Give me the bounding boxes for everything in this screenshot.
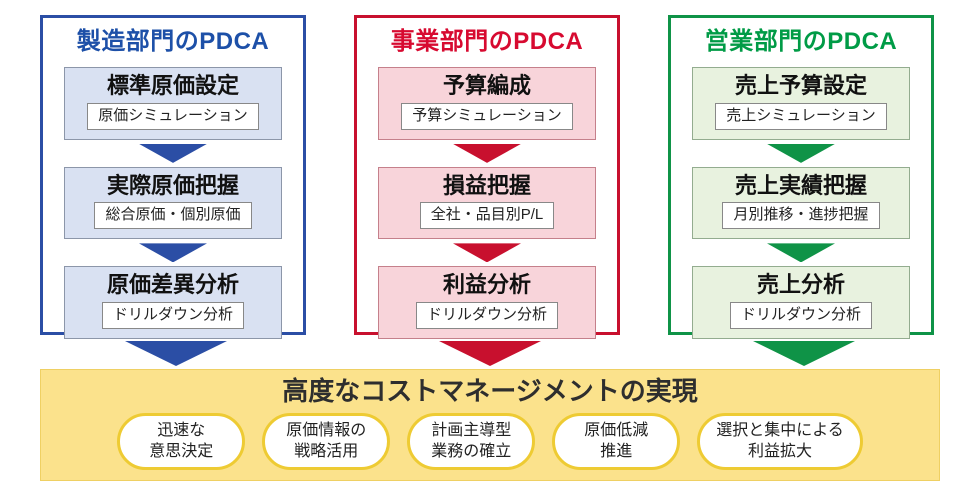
step-title: 売上予算設定	[734, 73, 867, 99]
pill-line: 迅速な	[157, 421, 206, 439]
goal-banner: 高度なコストマネージメントの実現 迅速な 意思決定 原価情報の 戦略活用 計画主…	[40, 369, 940, 481]
step-title: 売上実績把握	[734, 172, 867, 198]
column-manufacturing-pdca: 製造部門のPDCA 標準原価設定 原価シミュレーション 実際原価把握 総合原価・…	[40, 15, 306, 339]
step-detail: 予算シミュレーション	[401, 102, 573, 130]
column-title-business: 事業部門のPDCA	[390, 28, 584, 55]
down-arrow-icon	[125, 341, 227, 366]
down-arrow-icon	[139, 143, 207, 163]
pill-profit-expansion-by-selection: 選択と集中による 利益拡大	[697, 412, 863, 471]
step-detail: 原価シミュレーション	[87, 102, 259, 130]
step-title: 標準原価設定	[106, 73, 239, 99]
pill-strategic-use-of-cost-info: 原価情報の 戦略活用	[262, 412, 391, 471]
pill-line: 利益拡大	[747, 442, 812, 460]
pill-line: 業務の確立	[431, 442, 512, 460]
pill-line: 計画主導型	[431, 421, 512, 439]
step-budget-compilation: 予算編成 予算シミュレーション	[378, 67, 596, 140]
down-arrow-icon	[453, 143, 521, 163]
step-sales-results-grasp: 売上実績把握 月別推移・進捗把握	[692, 166, 910, 240]
step-title: 売上分析	[756, 272, 845, 298]
pill-line: 推進	[600, 442, 633, 460]
pill-line: 原価低減	[584, 421, 649, 439]
down-arrow-icon	[767, 143, 835, 163]
step-sales-analysis: 売上分析 ドリルダウン分析	[692, 266, 910, 339]
down-arrow-icon	[139, 243, 207, 263]
pill-line: 意思決定	[149, 442, 214, 460]
step-actual-cost-grasp: 実際原価把握 総合原価・個別原価	[64, 166, 282, 240]
column-title-sales: 営業部門のPDCA	[704, 28, 898, 55]
step-detail: 全社・品目別P/L	[419, 202, 555, 230]
step-sales-budget-setting: 売上予算設定 売上シミュレーション	[692, 67, 910, 140]
pill-line: 選択と集中による	[716, 421, 844, 439]
pill-rapid-decision-making: 迅速な 意思決定	[117, 412, 246, 471]
step-title: 実際原価把握	[106, 172, 239, 198]
down-arrow-icon	[753, 341, 855, 366]
column-business-pdca: 事業部門のPDCA 予算編成 予算シミュレーション 損益把握 全社・品目別P/L…	[354, 15, 620, 339]
benefit-pill-row: 迅速な 意思決定 原価情報の 戦略活用 計画主導型 業務の確立 原価低減 推進 …	[117, 412, 863, 471]
pill-line: 原価情報の	[286, 421, 367, 439]
step-detail: 売上シミュレーション	[715, 102, 887, 130]
step-profit-loss-grasp: 損益把握 全社・品目別P/L	[378, 166, 596, 240]
step-cost-variance-analysis: 原価差異分析 ドリルダウン分析	[64, 266, 282, 339]
pill-plan-driven-operations: 計画主導型 業務の確立	[407, 412, 536, 471]
step-profit-analysis: 利益分析 ドリルダウン分析	[378, 266, 596, 339]
pill-line: 戦略活用	[294, 442, 359, 460]
goal-title: 高度なコストマネージメントの実現	[282, 376, 698, 406]
step-title: 原価差異分析	[106, 272, 239, 298]
column-sales-pdca: 営業部門のPDCA 売上予算設定 売上シミュレーション 売上実績把握 月別推移・…	[668, 15, 934, 339]
column-title-manufacturing: 製造部門のPDCA	[76, 28, 270, 55]
step-detail: 総合原価・個別原価	[94, 202, 252, 230]
down-arrow-icon	[439, 341, 541, 366]
down-arrow-icon	[767, 243, 835, 263]
step-title: 利益分析	[442, 272, 531, 298]
step-detail: ドリルダウン分析	[415, 301, 558, 329]
step-title: 予算編成	[442, 73, 531, 99]
step-detail: ドリルダウン分析	[729, 301, 872, 329]
down-arrow-icon	[453, 243, 521, 263]
step-detail: 月別推移・進捗把握	[722, 202, 880, 230]
step-title: 損益把握	[442, 172, 531, 198]
step-standard-cost-setting: 標準原価設定 原価シミュレーション	[64, 67, 282, 140]
step-detail: ドリルダウン分析	[101, 301, 244, 329]
pill-cost-reduction-promotion: 原価低減 推進	[552, 412, 681, 471]
